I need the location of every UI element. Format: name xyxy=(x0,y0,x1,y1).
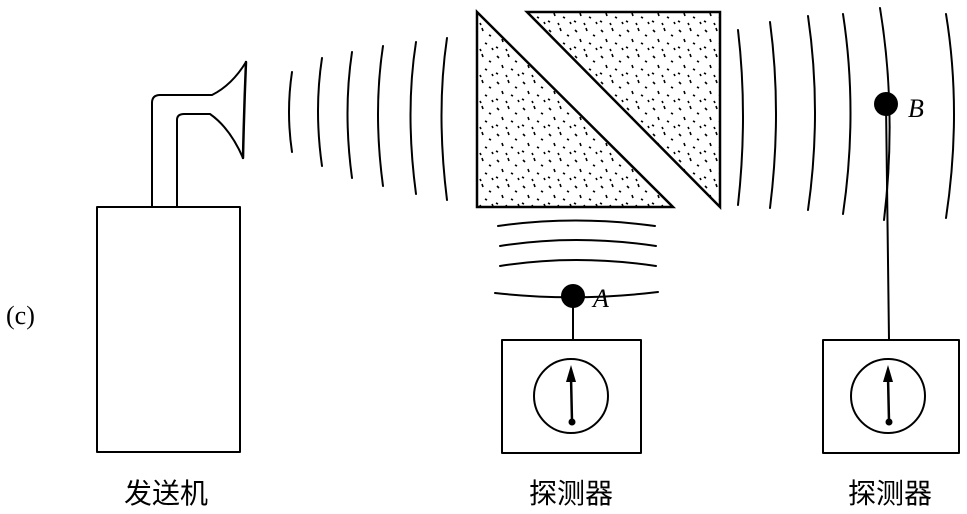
detector-a: A xyxy=(501,284,642,454)
prism-left xyxy=(475,8,677,209)
probe-rod-b xyxy=(885,103,890,341)
needle-a-pivot xyxy=(568,418,576,426)
needle-b-tip xyxy=(883,365,893,382)
probe-point-a xyxy=(561,284,585,308)
transmitter xyxy=(96,60,248,453)
detector-b-box xyxy=(822,339,960,454)
reflected-waves xyxy=(494,219,659,299)
detector-a-dial xyxy=(533,358,609,434)
needle-b-pivot xyxy=(885,418,893,426)
prisms xyxy=(475,8,722,211)
needle-a-tip xyxy=(566,365,576,382)
point-label-b: B xyxy=(908,94,924,123)
prism-right xyxy=(524,10,722,211)
detector-b-dial xyxy=(850,358,926,434)
needle-a xyxy=(569,375,574,423)
detector-b: B xyxy=(822,92,960,454)
transmitter-body xyxy=(96,206,241,453)
horn-mouth xyxy=(241,60,248,160)
caption-detector-a: 探测器 xyxy=(529,477,613,510)
incident-waves xyxy=(288,37,448,201)
needle-b xyxy=(886,375,891,423)
caption-transmitter: 发送机 xyxy=(124,477,208,510)
transmitted-waves xyxy=(737,13,955,219)
horn-waveguide xyxy=(151,61,247,208)
figure-label: (c) xyxy=(6,301,35,330)
point-label-a: A xyxy=(591,284,609,313)
caption-detector-b: 探测器 xyxy=(848,477,932,510)
detector-a-box xyxy=(501,339,642,454)
probe-point-b xyxy=(874,92,898,116)
